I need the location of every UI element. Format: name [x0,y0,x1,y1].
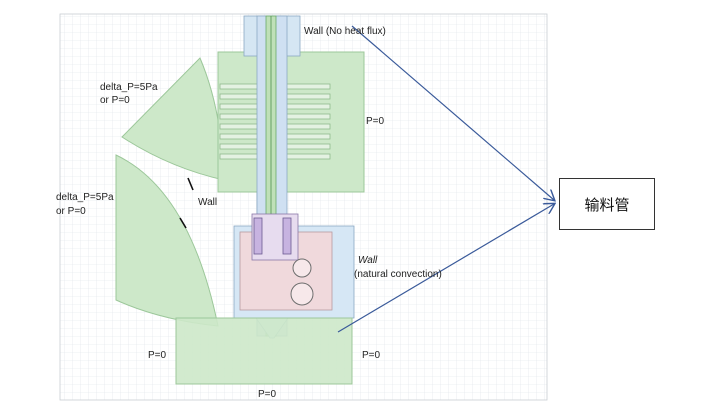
lower-wedge-region [115,154,219,327]
wall-tick-lower [179,217,187,229]
label-p-bottom-left: P=0 [148,350,167,361]
arrow-from-bottom [337,204,554,333]
wall-tick-upper [187,177,194,191]
callout-text: 输料管 [584,195,630,214]
throat-insert-right [282,217,292,255]
arrow-from-top [351,25,554,200]
label-p-right: P=0 [366,116,385,127]
heatsink-block [217,51,365,193]
label-delta-upper-1: delta_P=5Pa [100,82,158,93]
heater-hole-bottom [290,282,314,306]
callout-box-feed-tube: 输料管 [559,178,655,230]
label-delta-lower-1: delta_P=5Pa [56,192,114,203]
label-wall-mid: Wall [198,197,217,208]
label-wall-conv-2: (natural convection) [354,269,442,280]
label-delta-lower-2: or P=0 [56,206,86,217]
bottom-fluid-block [175,317,353,385]
label-p-bottom-right: P=0 [362,350,381,361]
label-delta-upper-2: or P=0 [100,95,130,106]
label-wall-top: Wall (No heat flux) [304,26,386,37]
label-p-bottom: P=0 [258,389,277,400]
heater-hole-top [292,258,312,278]
throat-insert-left [253,217,263,255]
label-wall-conv-1: Wall [358,255,378,266]
